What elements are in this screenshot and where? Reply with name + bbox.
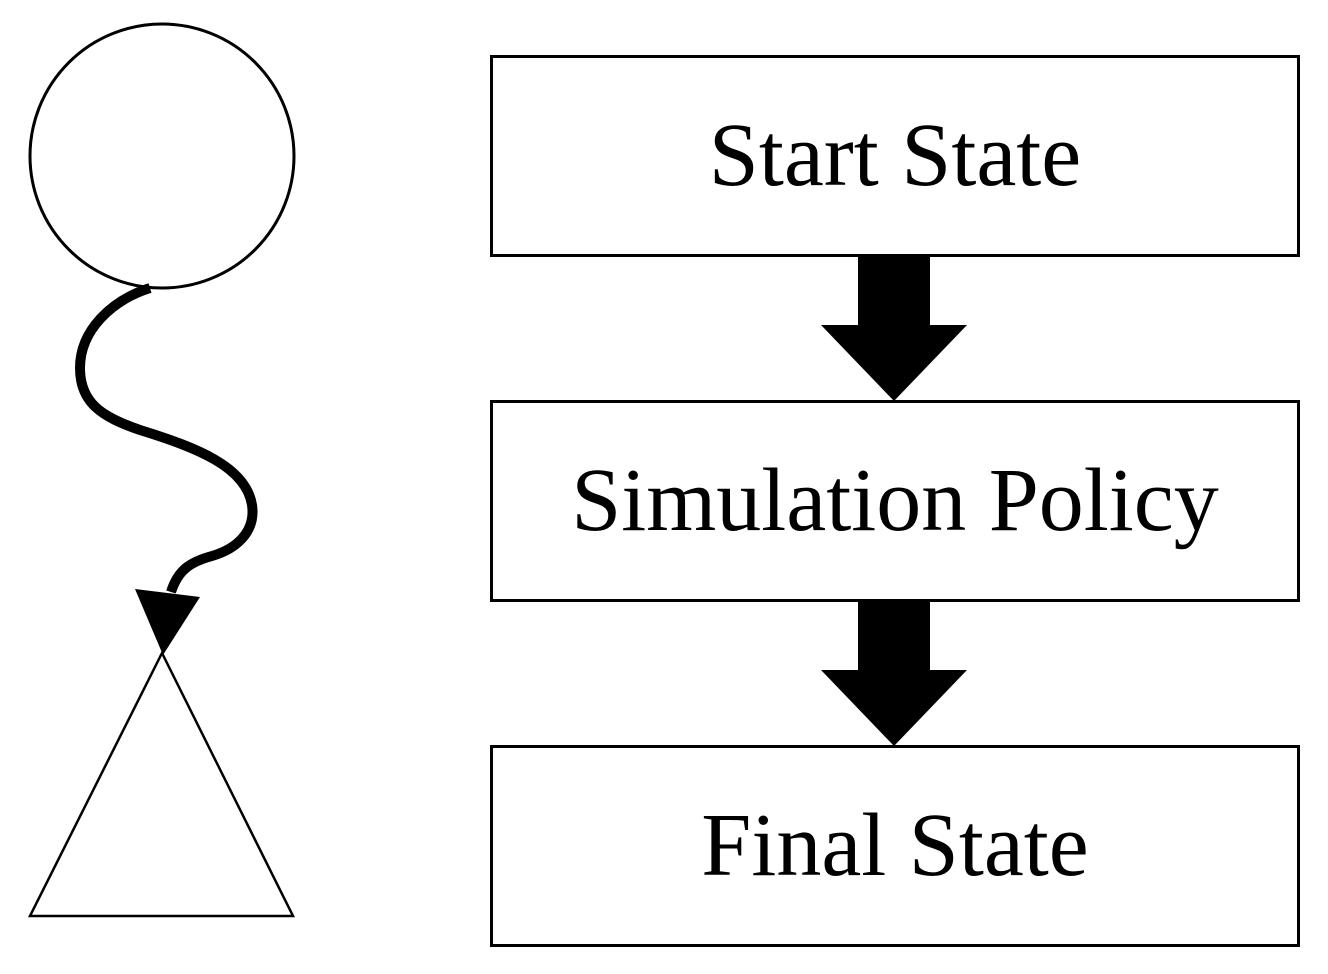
circle-shape xyxy=(28,22,296,290)
triangle-shape xyxy=(27,650,296,918)
down-arrow-1-shape xyxy=(821,256,967,401)
box-simulation-policy: Simulation Policy xyxy=(490,400,1300,602)
down-arrow-2-icon xyxy=(821,601,967,746)
box-final-state: Final State xyxy=(490,745,1300,947)
down-arrow-2-shape xyxy=(821,601,967,746)
down-arrow-1-icon xyxy=(821,256,967,401)
box-start-state-label: Start State xyxy=(708,106,1082,205)
left-figure xyxy=(27,22,296,918)
squiggly-arrow xyxy=(74,283,258,594)
box-final-state-label: Final State xyxy=(701,796,1089,895)
squiggly-arrowhead-icon xyxy=(135,589,200,655)
box-start-state: Start State xyxy=(490,55,1300,257)
box-simulation-policy-label: Simulation Policy xyxy=(571,451,1219,550)
